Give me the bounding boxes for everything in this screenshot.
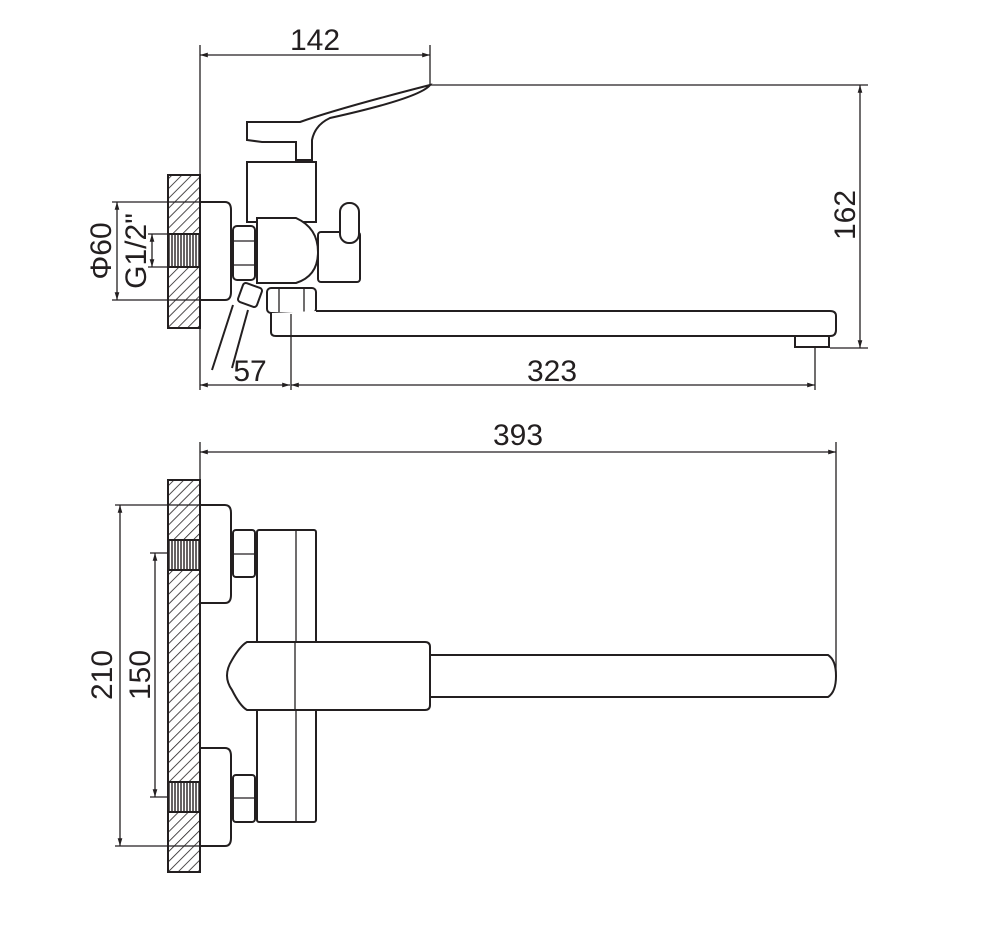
lever-handle (246, 83, 433, 161)
dim-wall-offset: 57 (233, 355, 266, 388)
dim-center-distance: 150 (124, 650, 157, 700)
flange-top (199, 504, 232, 604)
shower-hose (211, 304, 249, 371)
dim-flange-diameter: Φ60 (85, 222, 118, 279)
diverter-knob (339, 202, 360, 244)
dim-spout-length: 323 (527, 355, 577, 388)
dim-lever-reach: 142 (290, 24, 340, 57)
cartridge-housing (246, 161, 317, 223)
thread-insert-top (167, 539, 201, 571)
thread-insert (167, 233, 201, 268)
eccentric-nut (232, 225, 256, 281)
shower-outlet (237, 282, 263, 308)
valve-body (256, 217, 320, 284)
lever-handle (226, 641, 431, 711)
dim-total-length: 393 (493, 419, 543, 452)
top-view: 393 210 150 (86, 419, 838, 873)
dim-thread: G1/2" (120, 213, 153, 289)
dim-height: 162 (829, 190, 862, 240)
flange-bottom (199, 747, 232, 847)
wall-flange (199, 201, 232, 301)
spout (270, 310, 837, 337)
spout (429, 654, 838, 698)
side-view: 142 162 57 323 Φ60 G1/2" (85, 24, 868, 390)
thread-insert-bottom (167, 781, 201, 813)
aerator (794, 335, 830, 348)
dim-flange-span: 210 (86, 650, 119, 700)
spout-nut (266, 287, 317, 314)
wall-section (167, 479, 201, 873)
